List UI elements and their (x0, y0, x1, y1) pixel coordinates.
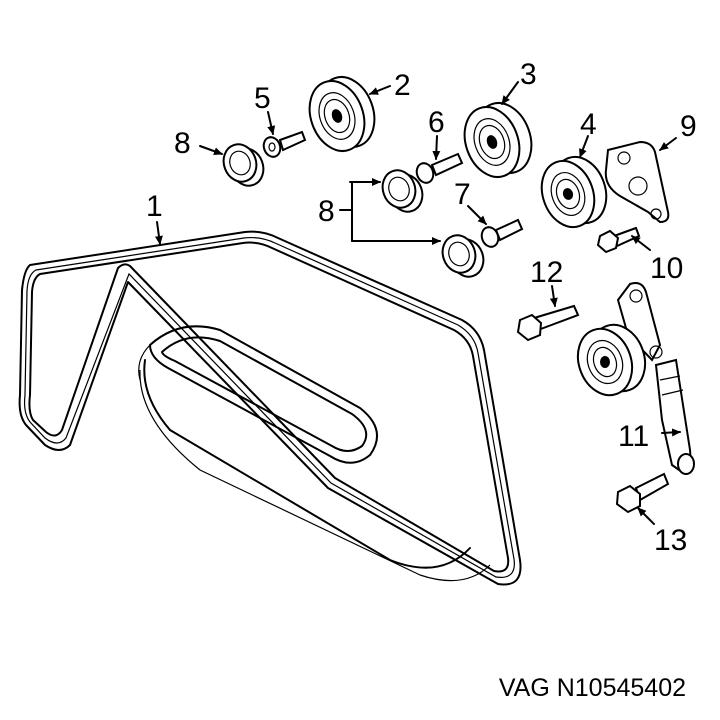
bolt-12 (516, 304, 580, 342)
callout-10: 10 (650, 252, 683, 285)
bolt-6 (415, 152, 464, 184)
idler-pulley-3 (463, 102, 533, 178)
callout-11: 11 (618, 420, 649, 453)
pulley-cap-8-left (222, 143, 265, 187)
pulley-cap-8-lower (441, 234, 485, 278)
callout-4: 4 (580, 108, 597, 141)
leader-lines (154, 81, 681, 525)
tensioner-assembly-11 (576, 282, 695, 475)
inner-belt (138, 325, 491, 582)
callout-8-group: 8 (318, 195, 335, 228)
serpentine-belt (18, 230, 522, 586)
callout-5: 5 (254, 82, 271, 115)
bolt-5 (262, 130, 307, 158)
part-number-caption: VAG N10545402 (499, 674, 686, 702)
callout-12: 12 (530, 256, 563, 289)
callout-8-left: 8 (174, 127, 191, 160)
callout-2: 2 (394, 69, 411, 102)
callout-9: 9 (680, 110, 697, 143)
tensioner-bracket-9 (604, 140, 670, 224)
callout-3: 3 (520, 58, 537, 91)
bolt-13 (615, 472, 670, 514)
callout-6: 6 (428, 106, 445, 139)
idler-pulley-2 (308, 76, 376, 152)
callout-1: 1 (146, 190, 163, 223)
bolt-10 (596, 226, 641, 254)
callout-7: 7 (454, 178, 471, 211)
bolt-7 (480, 218, 524, 248)
callout-labels: 1 2 3 4 5 6 7 8 8 9 10 11 12 13 (146, 58, 697, 557)
pulley-cap-8-upper (381, 169, 424, 213)
idler-pulley-4 (540, 155, 608, 229)
callout-13: 13 (654, 524, 687, 557)
